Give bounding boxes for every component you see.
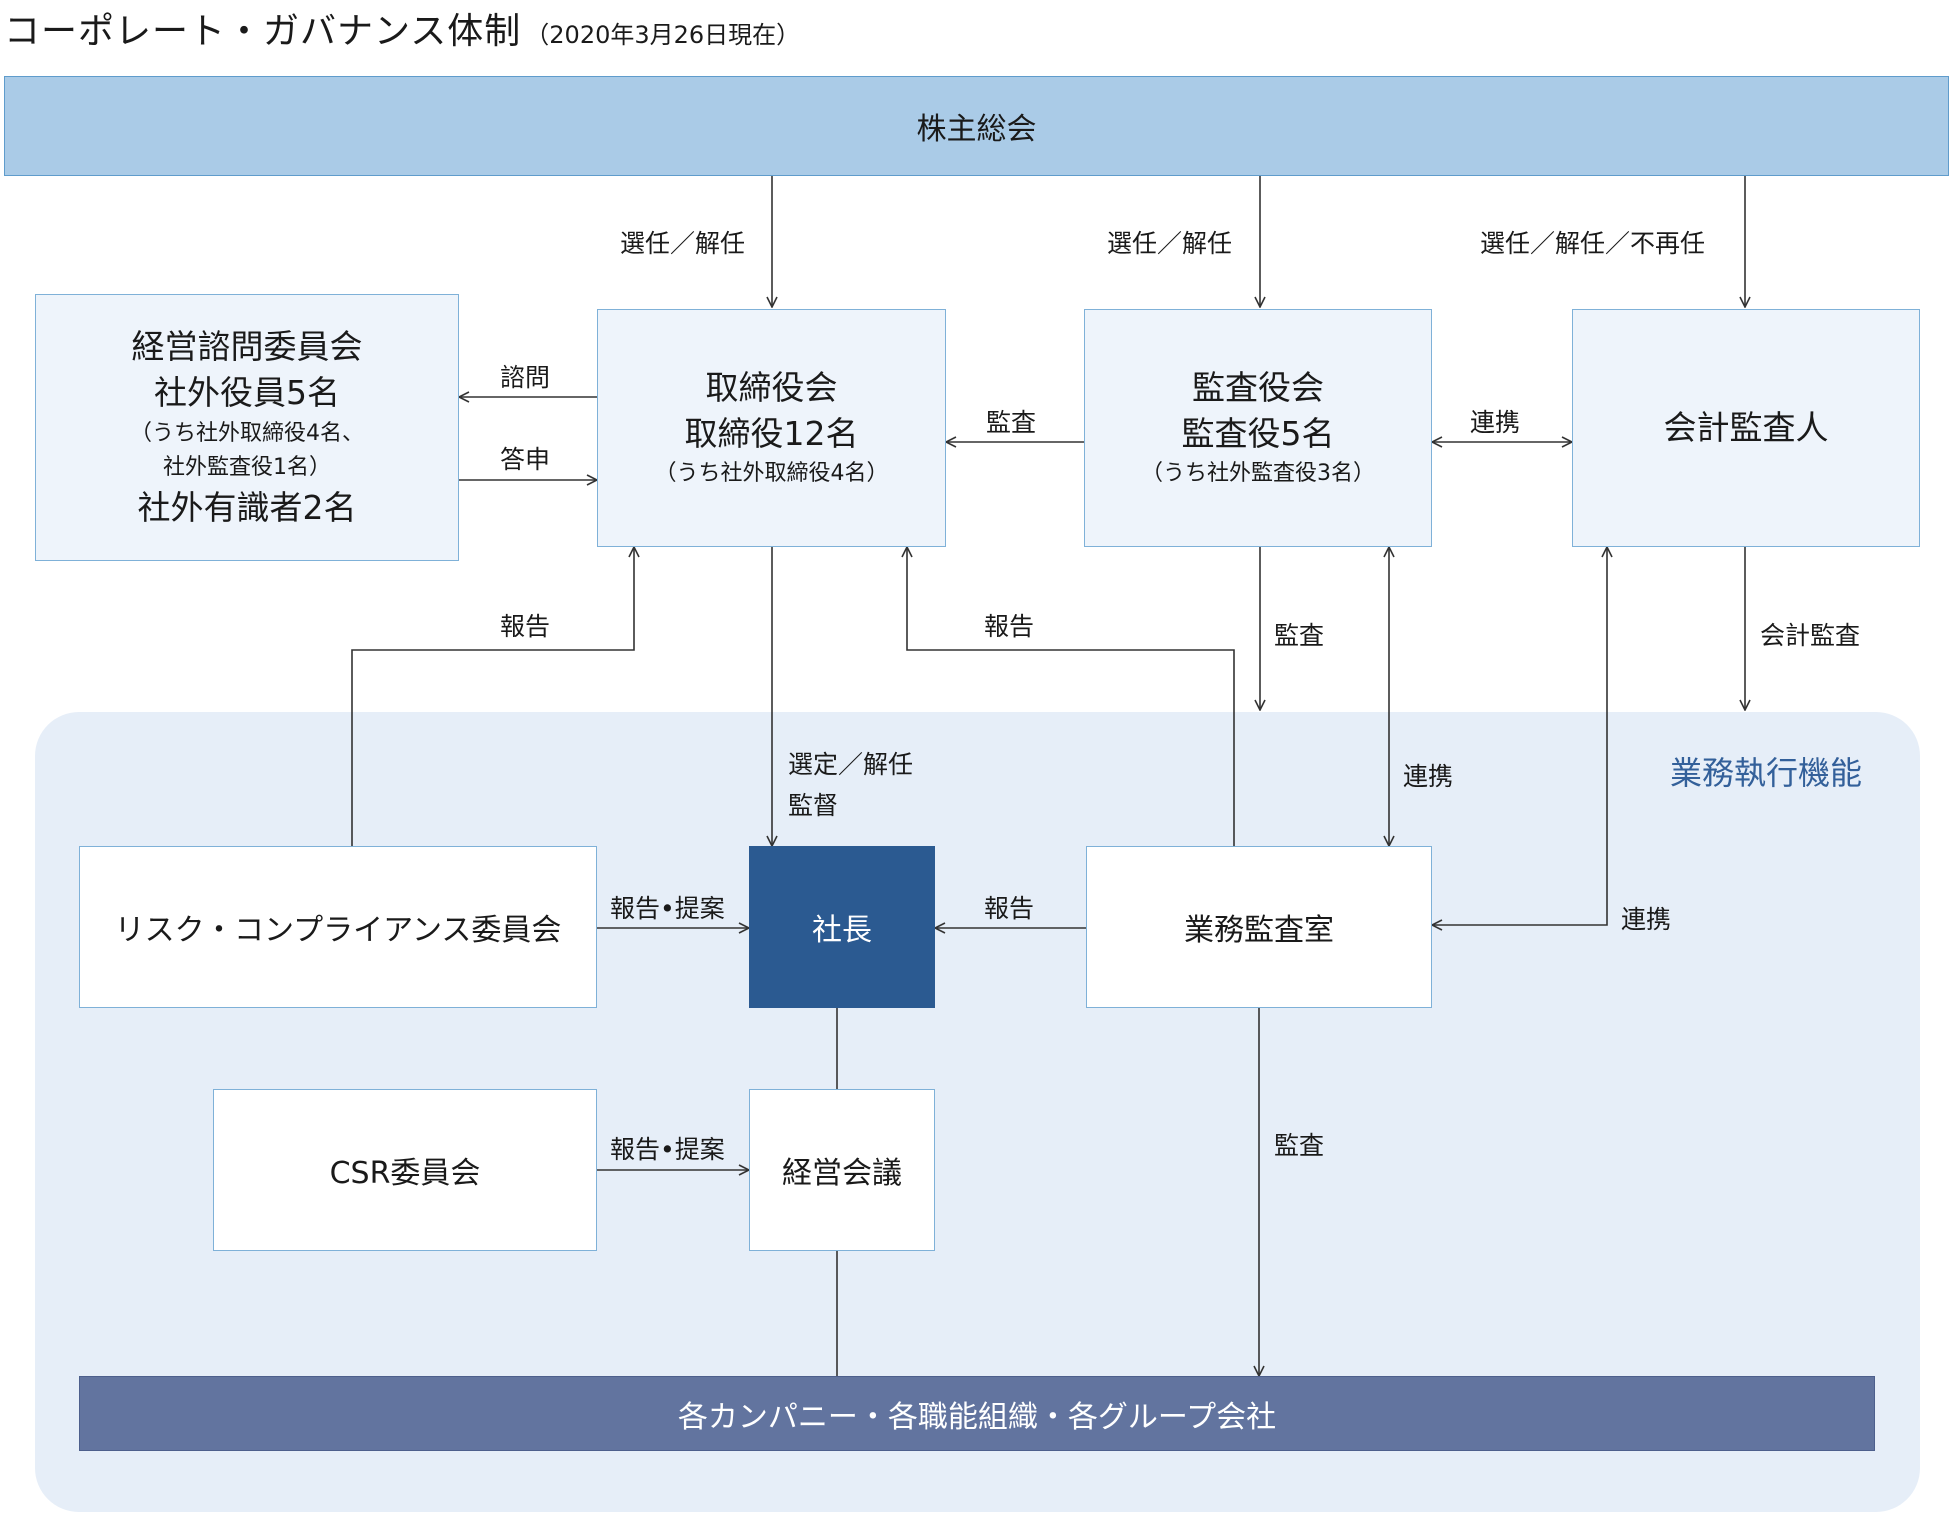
management-meeting-label: 経営会議 — [782, 1156, 902, 1191]
label-report-internal: 報告 — [984, 612, 1035, 641]
title-main: コーポレート・ガバナンス体制 — [4, 11, 522, 52]
label-select-dismiss: 選定／解任 — [788, 750, 914, 779]
audit-board-box: 監査役会 監査役5名 （うち社外監査役3名） — [1084, 309, 1432, 547]
csr-committee-label: CSR委員会 — [329, 1156, 481, 1191]
label-report-internal-president: 報告 — [984, 894, 1035, 923]
label-audit-board: 監査 — [986, 408, 1037, 437]
president-box: 社長 — [749, 846, 935, 1008]
accounting-auditor-box: 会計監査人 — [1572, 309, 1920, 547]
risk-compliance-committee-box: リスク・コンプライアンス委員会 — [79, 846, 597, 1008]
label-report-risk: 報告 — [500, 612, 551, 641]
advisory-committee-box: 経営諮問委員会 社外役員5名 （うち社外取締役4名、 社外監査役1名） 社外有識… — [35, 294, 459, 561]
label-elect-audit: 選任／解任 — [1107, 229, 1233, 258]
board-line1: 取締役会 — [705, 367, 838, 407]
president-label: 社長 — [812, 913, 872, 948]
internal-audit-office-label: 業務監査室 — [1184, 913, 1334, 948]
label-elect-accounting: 選任／解任／不再任 — [1480, 229, 1706, 258]
audit-board-line1: 監査役会 — [1192, 367, 1324, 407]
region-label: 業務執行機能 — [1670, 754, 1863, 792]
label-answer: 答申 — [500, 445, 551, 474]
label-report-propose-csr: 報告•提案 — [610, 1135, 725, 1164]
group-organizations-bar: 各カンパニー・各職能組織・各グループ会社 — [79, 1376, 1875, 1451]
board-line2: 取締役12名 — [684, 413, 859, 453]
label-elect-board: 選任／解任 — [620, 229, 746, 258]
csr-committee-box: CSR委員会 — [213, 1089, 597, 1251]
label-accounting-audit: 会計監査 — [1760, 621, 1861, 650]
advisory-line2: 社外役員5名 — [154, 373, 340, 413]
accounting-auditor-label: 会計監査人 — [1663, 407, 1829, 447]
shareholders-meeting-box: 株主総会 — [4, 76, 1949, 176]
risk-compliance-committee-label: リスク・コンプライアンス委員会 — [114, 913, 562, 948]
label-link-accounting-internal: 連携 — [1621, 905, 1672, 934]
label-link-audit-internal: 連携 — [1403, 762, 1454, 791]
group-organizations-label: 各カンパニー・各職能組織・各グループ会社 — [677, 1399, 1277, 1435]
shareholders-meeting-label: 株主総会 — [916, 112, 1037, 147]
advisory-line5: 社外有識者2名 — [137, 487, 357, 527]
management-meeting-box: 経営会議 — [749, 1089, 935, 1251]
title-date: （2020年3月26日現在） — [525, 21, 801, 49]
advisory-line4: 社外監査役1名） — [163, 454, 331, 480]
board-line3: （うち社外取締役4名） — [654, 461, 889, 487]
internal-audit-office-box: 業務監査室 — [1086, 846, 1432, 1008]
label-audit-down: 監査 — [1274, 621, 1325, 650]
advisory-line3: （うち社外取締役4名、 — [130, 420, 364, 446]
label-report-propose-risk: 報告•提案 — [610, 894, 725, 923]
audit-board-line3: （うち社外監査役3名） — [1141, 461, 1375, 487]
board-of-directors-box: 取締役会 取締役12名 （うち社外取締役4名） — [597, 309, 946, 547]
advisory-line1: 経営諮問委員会 — [131, 327, 363, 367]
label-supervise: 監督 — [788, 791, 839, 820]
audit-board-line2: 監査役5名 — [1181, 413, 1335, 453]
label-audit-internal-group: 監査 — [1274, 1131, 1325, 1160]
label-link-audit-accounting: 連携 — [1470, 408, 1521, 437]
label-consult: 諮問 — [500, 363, 551, 392]
page-title: コーポレート・ガバナンス体制（2020年3月26日現在） — [4, 2, 800, 54]
